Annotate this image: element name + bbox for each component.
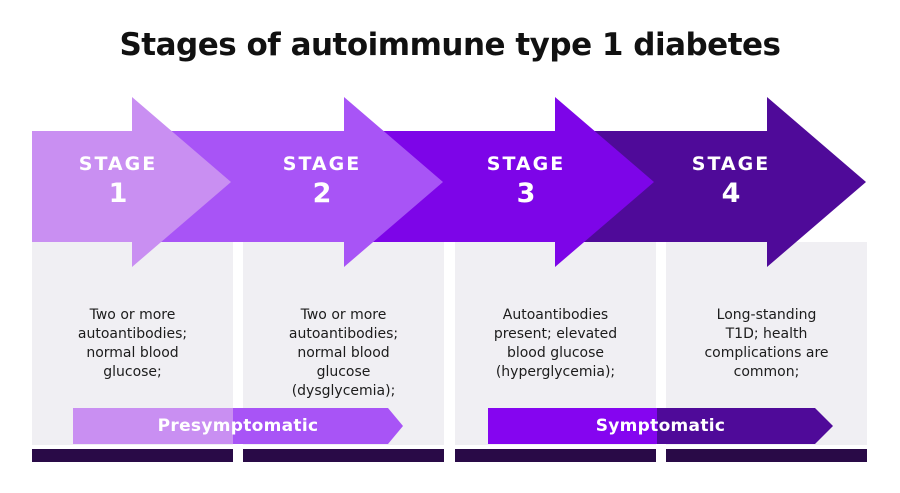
stage-1-word: STAGE bbox=[78, 153, 158, 175]
stage-3-number: 3 bbox=[516, 178, 536, 209]
stage-2-description: Two or more autoantibodies; normal blood… bbox=[253, 306, 434, 401]
stage-3-label: STAGE 3 bbox=[451, 152, 601, 210]
stage-arrow-3 bbox=[348, 97, 654, 267]
stage-3-word: STAGE bbox=[486, 153, 566, 175]
stage-1-description: Two or more autoantibodies; normal blood… bbox=[42, 306, 223, 382]
desc-line: (dysglycemia); bbox=[291, 383, 396, 399]
stage-arrow-4 bbox=[560, 97, 866, 267]
desc-line: Long-standing bbox=[716, 307, 817, 323]
stage-1-label: STAGE 1 bbox=[43, 152, 193, 210]
presymptomatic-banner-left-segment bbox=[73, 408, 233, 444]
footer-bar-4 bbox=[666, 449, 867, 462]
symptomatic-banner-left-segment bbox=[488, 408, 657, 444]
desc-line: normal blood bbox=[86, 345, 179, 361]
desc-line: autoantibodies; bbox=[288, 326, 399, 342]
stage-3-description: Autoantibodies present; elevated blood g… bbox=[465, 306, 646, 382]
presymptomatic-banner-label: Presymptomatic bbox=[157, 416, 319, 436]
stage-2-label: STAGE 2 bbox=[247, 152, 397, 210]
desc-line: Two or more bbox=[300, 307, 387, 323]
desc-line: T1D; health bbox=[725, 326, 808, 342]
desc-line: (hyperglycemia); bbox=[495, 364, 616, 380]
stage-1-number: 1 bbox=[108, 178, 128, 209]
footer-bar-2 bbox=[243, 449, 444, 462]
desc-line: normal blood bbox=[297, 345, 390, 361]
page-title: Stages of autoimmune type 1 diabetes bbox=[119, 27, 781, 63]
desc-line: Autoantibodies bbox=[502, 307, 609, 323]
stage-2-word: STAGE bbox=[282, 153, 362, 175]
desc-line: common; bbox=[733, 364, 800, 380]
symptomatic-banner-label: Symptomatic bbox=[595, 416, 726, 436]
desc-line: glucose; bbox=[103, 364, 162, 380]
stage-arrow-1 bbox=[32, 97, 231, 267]
footer-bar-1 bbox=[32, 449, 233, 462]
desc-line: Two or more bbox=[89, 307, 176, 323]
desc-line: complications are bbox=[704, 345, 829, 361]
stage-arrow-2 bbox=[137, 97, 443, 267]
stage-2-number: 2 bbox=[312, 178, 332, 209]
desc-line: autoantibodies; bbox=[77, 326, 188, 342]
stage-4-label: STAGE 4 bbox=[656, 152, 806, 210]
stage-4-number: 4 bbox=[721, 178, 741, 209]
desc-line: glucose bbox=[316, 364, 371, 380]
desc-line: blood glucose bbox=[506, 345, 605, 361]
stage-4-description: Long-standing T1D; health complications … bbox=[676, 306, 857, 382]
footer-bar-3 bbox=[455, 449, 656, 462]
stage-4-word: STAGE bbox=[691, 153, 771, 175]
desc-line: present; elevated bbox=[493, 326, 618, 342]
